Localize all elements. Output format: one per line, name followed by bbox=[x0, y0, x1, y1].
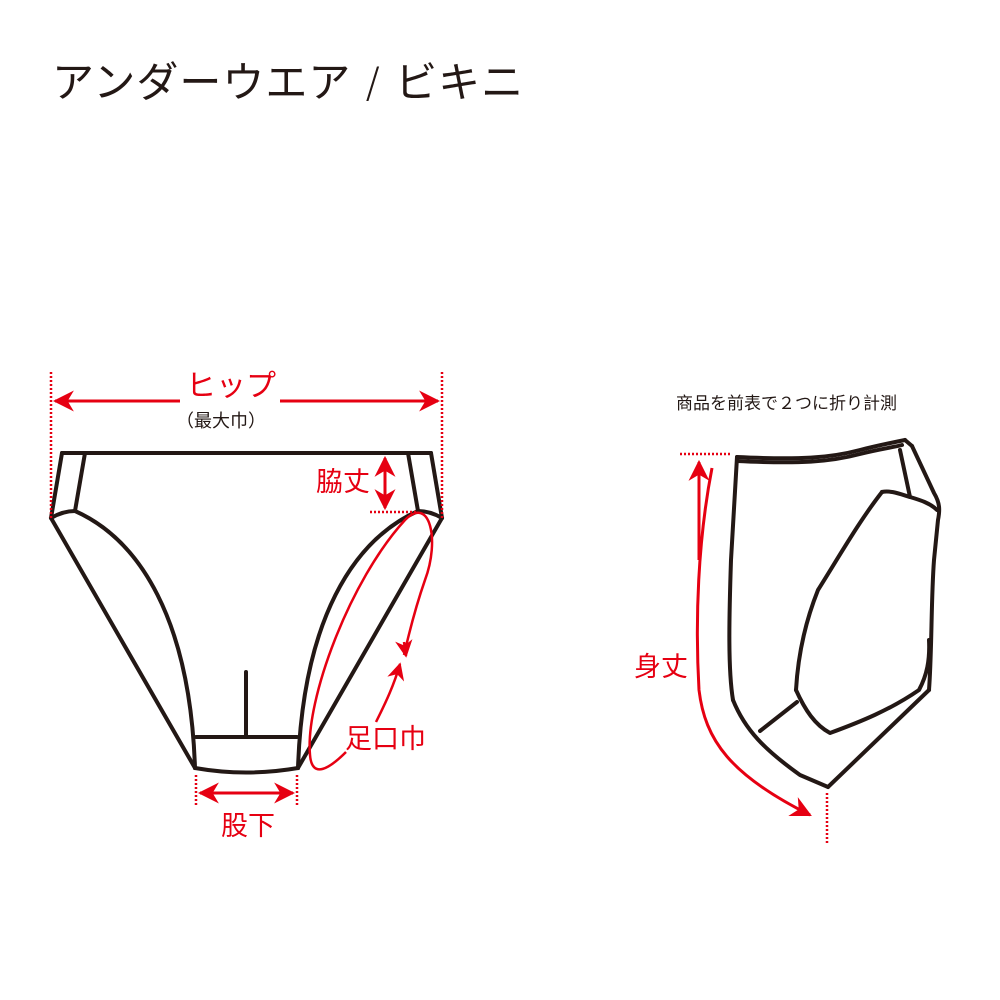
side-length-label: 脇丈 bbox=[316, 467, 370, 498]
front-garment-outline bbox=[49, 451, 444, 775]
hip-label: ヒップ bbox=[186, 369, 276, 404]
hip-sub-label: （最大巾） bbox=[176, 411, 266, 432]
crotch-measure bbox=[194, 775, 299, 806]
side-length-measure bbox=[370, 455, 418, 514]
crotch-label: 股下 bbox=[221, 811, 275, 842]
page-title: アンダーウエア / ビキニ bbox=[52, 58, 525, 107]
measurement-note: 商品を前表で２つに折り計測 bbox=[676, 394, 897, 414]
hip-measure bbox=[49, 372, 444, 520]
leg-opening-measure bbox=[308, 511, 434, 771]
side-garment-outline bbox=[727, 438, 942, 789]
body-length-label: 身丈 bbox=[634, 652, 688, 683]
leg-opening-label: 足口巾 bbox=[345, 724, 426, 755]
body-length-measure bbox=[680, 452, 829, 843]
